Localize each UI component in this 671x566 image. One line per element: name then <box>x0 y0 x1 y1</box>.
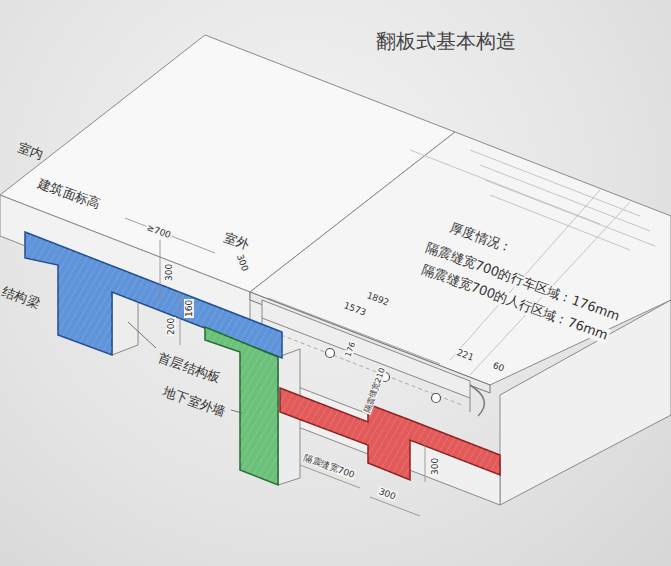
diagram-title: 翻板式基本构造 <box>376 28 516 55</box>
part-label: 首层结构板 <box>155 350 223 387</box>
dimension: 200 <box>166 317 176 336</box>
dimension: 300 <box>376 486 398 502</box>
part-label: 结构梁 <box>0 284 43 312</box>
dimension: 300 <box>430 457 440 476</box>
part-label: 地下室外墙 <box>160 384 228 421</box>
frame-leg <box>470 398 471 412</box>
section-hatch <box>280 388 500 480</box>
dimension: 160 <box>184 299 194 318</box>
right-block-face <box>280 380 500 505</box>
isolation-section <box>280 388 500 480</box>
structural-beam <box>25 232 282 358</box>
hinge-curve <box>470 385 484 416</box>
room-label: 室内 <box>15 140 46 164</box>
dimension-lines <box>125 218 440 516</box>
beam-hatch <box>25 232 282 358</box>
dimension: 300 <box>164 263 174 282</box>
